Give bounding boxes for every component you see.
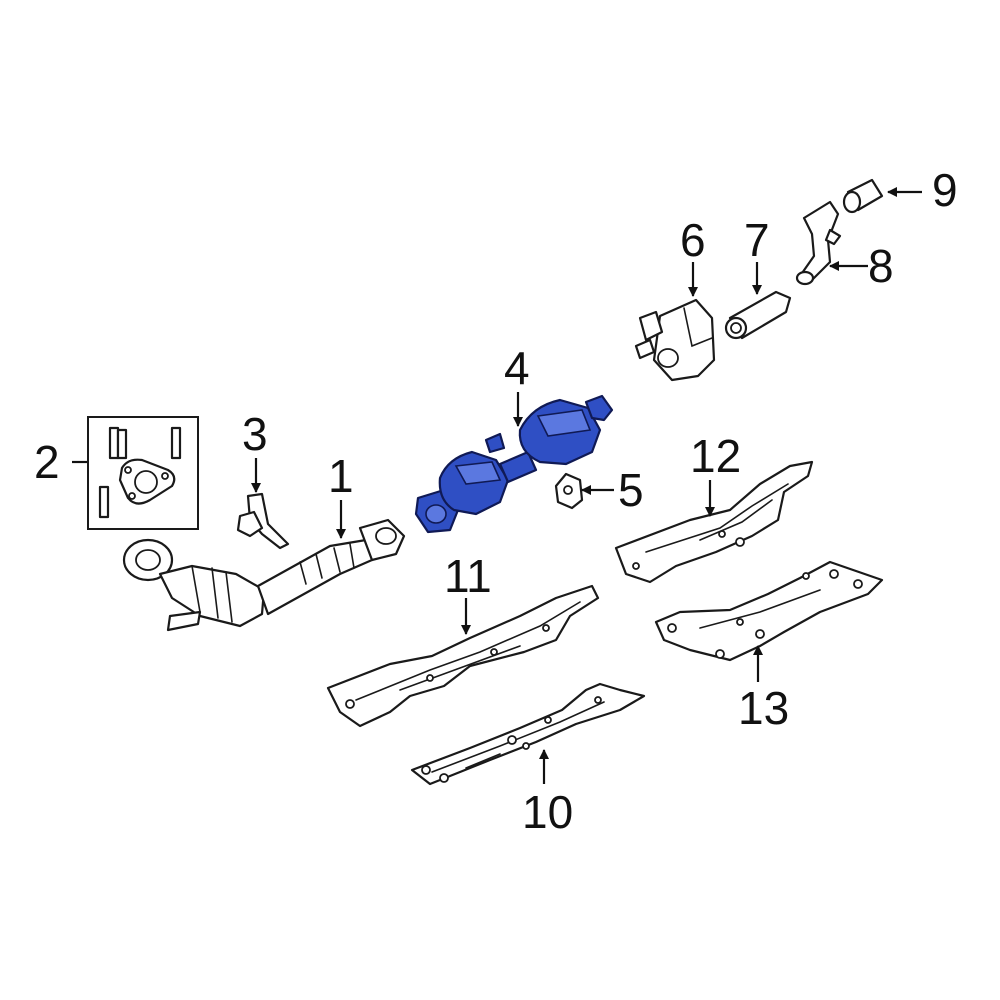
callout-9: 9 (932, 164, 958, 216)
callout-11: 11 (444, 550, 492, 602)
callout-4: 4 (504, 342, 530, 394)
callout-10: 10 (522, 786, 573, 838)
callout-13: 13 (738, 682, 789, 734)
part-6-muffler-assembly[interactable] (634, 298, 716, 382)
callout-3: 3 (242, 408, 268, 460)
callout-12: 12 (690, 430, 741, 482)
part-5-gasket[interactable] (554, 472, 584, 510)
part-9-exhaust-tip[interactable] (842, 178, 884, 214)
stud-icon (98, 426, 182, 519)
part-8-tail-pipe[interactable] (795, 200, 842, 286)
callout-2: 2 (34, 436, 60, 488)
part-2-gasket-kit[interactable] (87, 416, 199, 530)
part-11-heat-shield[interactable] (326, 584, 600, 728)
part-7-connector-tube[interactable] (724, 290, 792, 340)
part-4-catalytic-converter[interactable] (414, 394, 614, 534)
part-10-heat-shield[interactable] (410, 682, 646, 786)
callout-8: 8 (868, 240, 894, 292)
part-13-heat-shield[interactable] (654, 560, 884, 662)
callout-1: 1 (328, 450, 354, 502)
part-3-bracket[interactable] (236, 492, 290, 550)
part-12-heat-shield[interactable] (614, 460, 814, 584)
part-1-front-pipe[interactable] (122, 518, 406, 632)
callout-7: 7 (744, 214, 770, 266)
callout-5: 5 (618, 464, 644, 516)
callout-6: 6 (680, 214, 706, 266)
